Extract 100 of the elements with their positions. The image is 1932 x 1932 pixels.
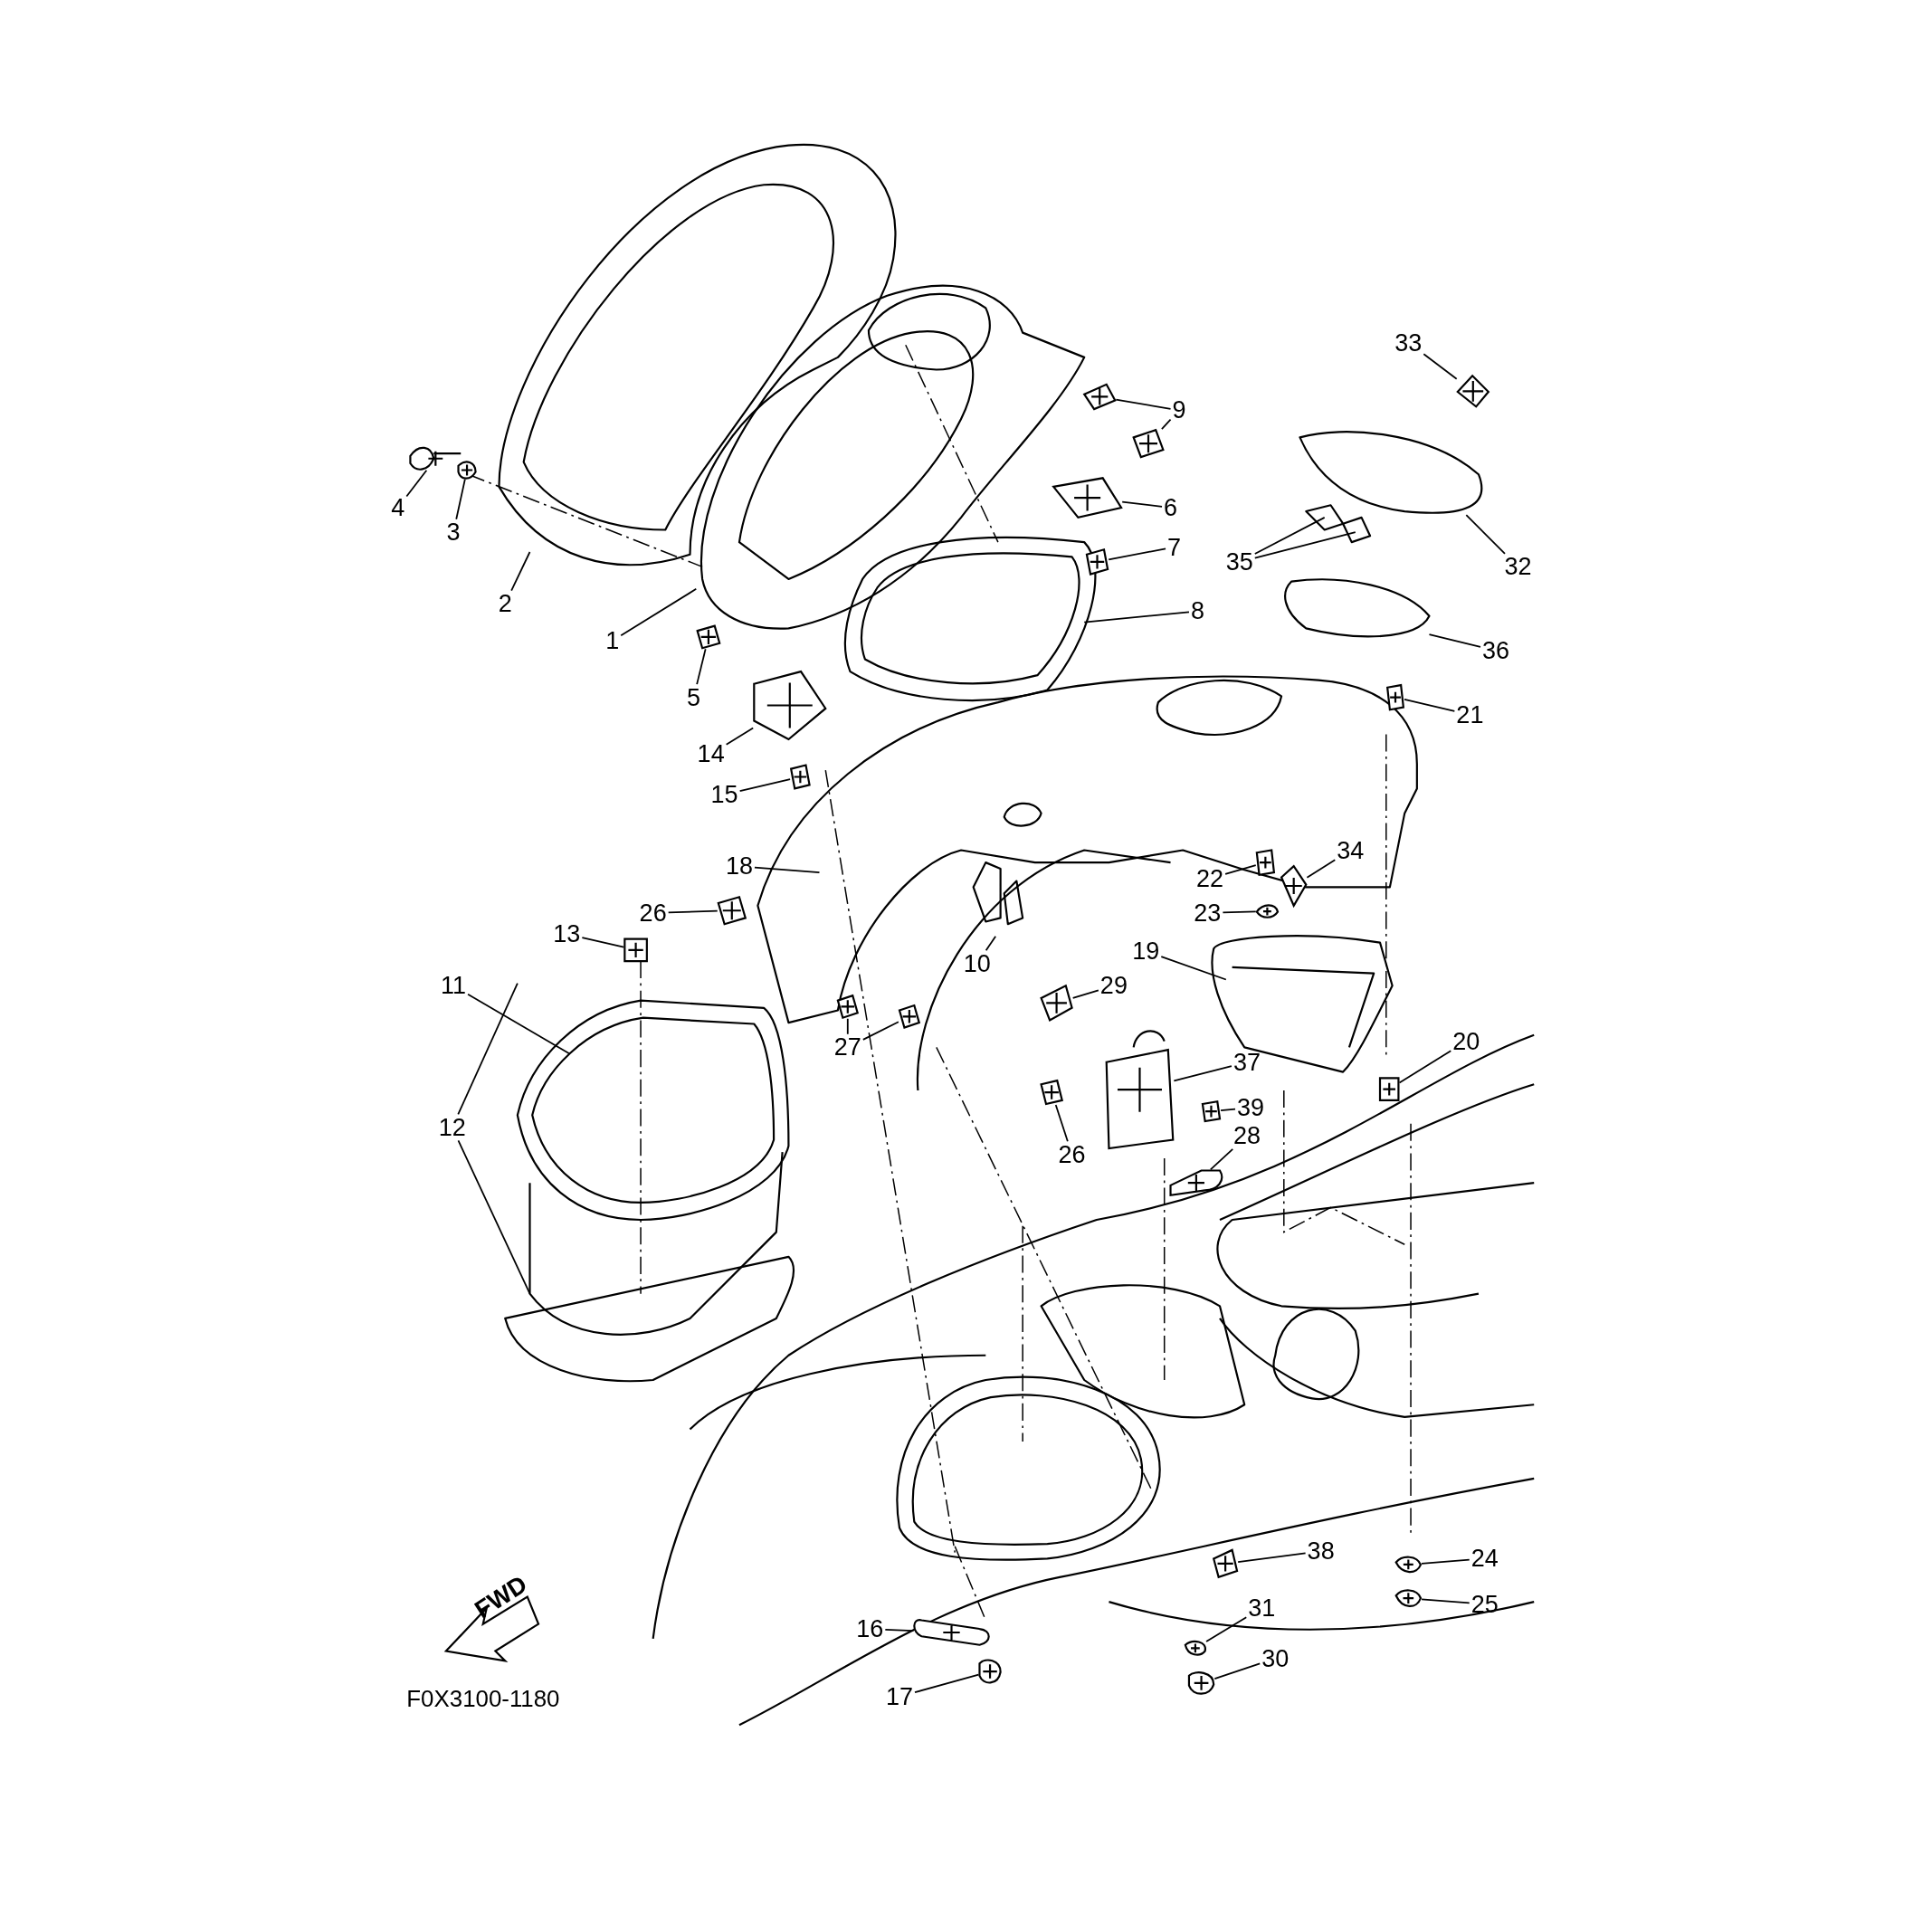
leader-line (1421, 1558, 1470, 1565)
callout-number: 5 (685, 684, 703, 711)
callout-number: 1 (604, 627, 622, 654)
leader-line (1115, 398, 1172, 410)
screw (836, 994, 859, 1019)
callout-number: 39 (1235, 1094, 1267, 1121)
callout-number: 32 (1502, 553, 1534, 580)
leader-line (620, 587, 698, 637)
clip (717, 895, 747, 926)
direction-label: FWD (471, 1571, 531, 1623)
washer (457, 461, 477, 480)
bolt (1085, 547, 1109, 576)
pad (1083, 383, 1117, 411)
leader-line (1253, 517, 1326, 555)
callout-number: 19 (1130, 937, 1162, 965)
leader-line (1306, 859, 1337, 879)
leader-line (1108, 547, 1166, 561)
clip (1040, 1079, 1064, 1106)
callout-number: 36 (1480, 637, 1511, 664)
callout-number: 30 (1260, 1645, 1291, 1672)
leader-line (861, 1021, 899, 1041)
callout-number: 37 (1231, 1049, 1262, 1076)
leader-line (1224, 864, 1257, 875)
leader-line (1205, 1616, 1248, 1642)
callout-number: 23 (1192, 899, 1223, 927)
leader-line (1404, 699, 1456, 712)
leader-line (467, 993, 570, 1055)
latch (1105, 1030, 1175, 1150)
callout-number: 25 (1469, 1591, 1500, 1618)
leader-line (1465, 514, 1506, 555)
nut (1201, 1100, 1222, 1123)
leader-line (738, 778, 791, 793)
drawing-number: F0X3100-1180 (406, 1688, 560, 1712)
leader-line (1071, 989, 1099, 999)
leader-line (1121, 500, 1163, 508)
callout-number: 13 (551, 920, 583, 947)
leader-line (725, 727, 755, 746)
knob (1280, 864, 1308, 907)
leader-line (1253, 531, 1356, 559)
nut (1394, 1589, 1422, 1607)
callout-number: 8 (1188, 597, 1206, 624)
screw (409, 446, 462, 471)
callout-number: 34 (1335, 837, 1366, 863)
leader-line (457, 1139, 531, 1295)
callout-number: 29 (1098, 972, 1129, 999)
leader-line (754, 866, 821, 873)
callout-number: 18 (723, 852, 755, 880)
hinge (753, 670, 827, 741)
callout-number: 33 (1393, 329, 1424, 356)
callout-number: 20 (1451, 1028, 1482, 1055)
clip (1456, 374, 1490, 408)
callout-number: 7 (1166, 534, 1184, 561)
callout-number: 28 (1231, 1122, 1262, 1149)
callout-number: 26 (1056, 1141, 1088, 1168)
screw (1386, 683, 1405, 711)
callout-number: 31 (1246, 1594, 1278, 1622)
plate (913, 1619, 990, 1646)
leader-line (581, 937, 625, 948)
leader-line (1161, 418, 1172, 430)
leader-line (1213, 1662, 1261, 1680)
bolt (1255, 849, 1276, 876)
callout-number: 10 (961, 950, 993, 977)
bolt (1213, 1548, 1239, 1578)
nut (1378, 1077, 1400, 1101)
callout-number: 16 (854, 1615, 886, 1642)
callout-number: 26 (637, 899, 669, 927)
washer (1184, 1640, 1207, 1656)
leader-line (1160, 956, 1227, 981)
callout-number: 35 (1223, 548, 1255, 576)
callout-number: 22 (1194, 865, 1226, 892)
bolt (790, 764, 811, 790)
leader-line (914, 1673, 980, 1694)
callout-number: 17 (883, 1683, 915, 1710)
callout-number: 12 (436, 1114, 468, 1141)
clip (1040, 984, 1073, 1022)
leader-line (455, 478, 466, 520)
pad (1132, 428, 1165, 459)
leader-line (510, 551, 531, 592)
washer (1255, 904, 1280, 918)
nut (978, 1659, 1002, 1684)
leader-line (1054, 1104, 1069, 1143)
callout-number: 14 (695, 740, 727, 767)
leader-line (696, 648, 707, 686)
leader-line (884, 1628, 915, 1632)
leader-line (1237, 1552, 1307, 1563)
nut (696, 624, 721, 650)
leader-line (985, 935, 997, 952)
callout-number: 3 (444, 519, 462, 546)
cap (623, 937, 648, 963)
callout-number: 38 (1305, 1537, 1337, 1565)
callout-number: 9 (1170, 396, 1188, 424)
callout-number: 6 (1162, 494, 1180, 521)
leader-line (846, 1017, 849, 1035)
callout-number: 27 (832, 1033, 863, 1061)
leader-line (1209, 1148, 1234, 1171)
leader-line (405, 469, 428, 498)
screw (898, 1004, 921, 1029)
leader-line (1423, 353, 1458, 380)
leader-line (1421, 1598, 1470, 1604)
nut (1187, 1671, 1215, 1695)
